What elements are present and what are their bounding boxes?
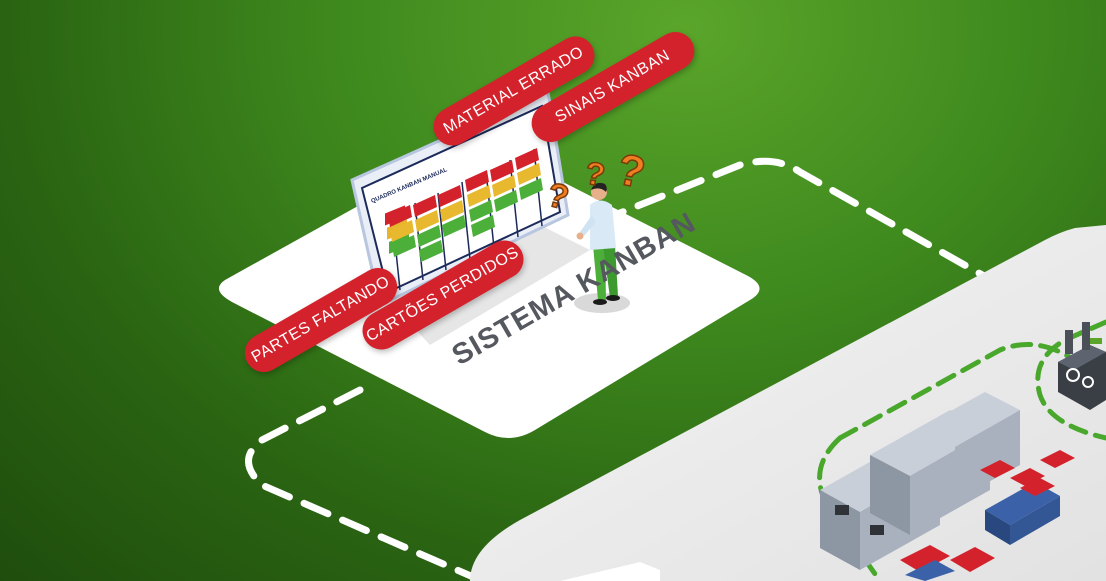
warehouse-racks: [820, 392, 1075, 581]
bottom-block: [560, 562, 660, 581]
warehouse-zone-lower: [817, 435, 883, 581]
factory-building: [1058, 322, 1106, 410]
factory-zone: [1035, 319, 1106, 441]
warehouse-zone: [837, 342, 1106, 441]
svg-text:?: ?: [613, 145, 649, 199]
dashed-path-lower: [245, 386, 484, 581]
kanban-cards: [388, 148, 543, 262]
dashed-path-upper: [556, 157, 1004, 289]
kanban-board: QUADRO KANBAN MANUAL: [350, 89, 570, 308]
worker-figure: [574, 182, 630, 313]
